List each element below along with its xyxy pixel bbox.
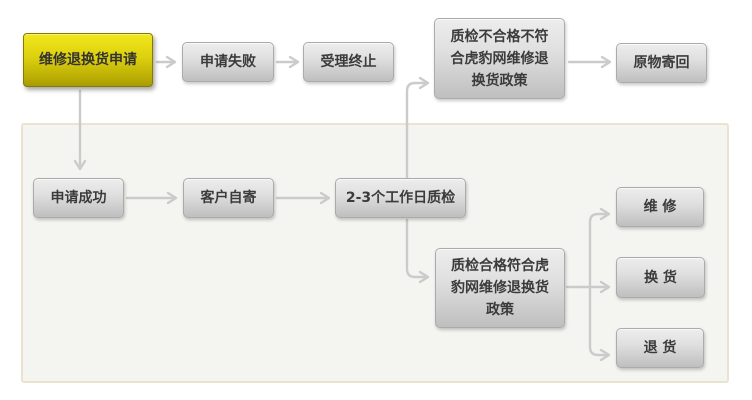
node-qc-duration: 2-3个工作日质检 bbox=[335, 178, 466, 218]
node-refund: 退 货 bbox=[616, 328, 704, 368]
edge-qc-to-qcfail bbox=[405, 76, 430, 179]
node-customer-self-ship: 客户自寄 bbox=[183, 178, 274, 218]
node-qc-fail: 质检不合格不符 合虎豹网维修退 换货政策 bbox=[434, 18, 565, 99]
node-qc-pass: 质检合格符合虎 豹网维修退换货 政策 bbox=[435, 248, 565, 328]
process-panel bbox=[21, 123, 729, 383]
node-apply-fail: 申请失败 bbox=[182, 42, 274, 82]
node-accept-terminate-label: 受理终止 bbox=[320, 54, 377, 70]
node-accept-terminate: 受理终止 bbox=[303, 42, 394, 82]
node-return-original: 原物寄回 bbox=[616, 43, 707, 83]
node-exchange: 换 货 bbox=[616, 257, 705, 298]
node-apply-success: 申请成功 bbox=[33, 178, 124, 218]
node-customer-self-ship-label: 客户自寄 bbox=[200, 190, 257, 206]
edge-trunk-to-repair bbox=[588, 207, 611, 289]
node-apply-fail-label: 申请失败 bbox=[200, 54, 256, 70]
node-apply-label: 维修退换货申请 bbox=[39, 52, 137, 68]
node-qc-fail-label: 质检不合格不符 合虎豹网维修退 换货政策 bbox=[450, 28, 549, 89]
node-apply: 维修退换货申请 bbox=[23, 33, 153, 87]
node-exchange-label: 换 货 bbox=[644, 269, 677, 286]
node-repair: 维 修 bbox=[616, 187, 704, 227]
node-return-original-label: 原物寄回 bbox=[633, 55, 690, 71]
node-apply-success-label: 申请成功 bbox=[50, 190, 107, 206]
node-refund-label: 退 货 bbox=[643, 340, 677, 356]
edge-qc-to-qcpass bbox=[405, 218, 430, 284]
edge-trunk-to-refund bbox=[588, 285, 611, 362]
node-repair-label: 维 修 bbox=[643, 199, 677, 215]
node-qc-duration-label: 2-3个工作日质检 bbox=[345, 190, 456, 206]
node-qc-pass-label: 质检合格符合虎 豹网维修退换货 政策 bbox=[451, 258, 549, 318]
